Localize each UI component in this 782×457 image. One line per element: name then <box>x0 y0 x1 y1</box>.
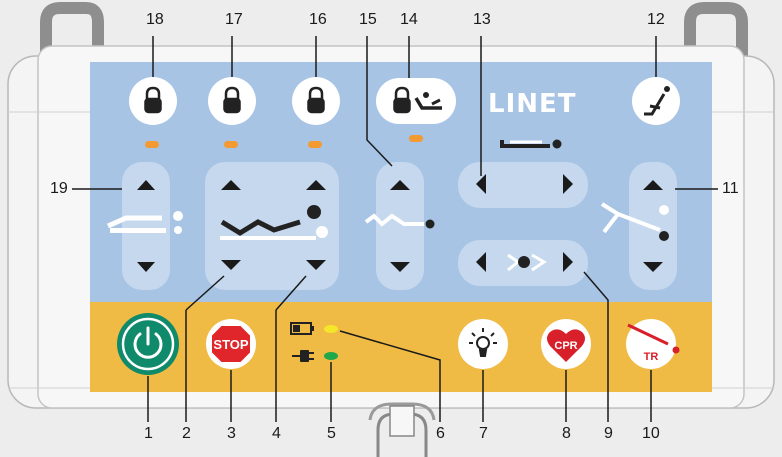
leader-lines <box>72 36 718 422</box>
trendelenburg-up-arrow[interactable] <box>643 180 663 190</box>
backrest-combined-up-arrow[interactable] <box>221 180 241 190</box>
tilt-bed-icon <box>627 323 680 354</box>
mains-led <box>324 352 338 360</box>
lock-icon <box>393 86 411 114</box>
battery-led <box>324 325 338 333</box>
cpr-button[interactable]: CPR <box>541 319 591 369</box>
callout-7: 7 <box>479 425 488 442</box>
callout-15: 15 <box>359 11 377 28</box>
callout-2: 2 <box>182 425 191 442</box>
orange-status-panel <box>90 302 712 392</box>
trendelenburg-down-arrow[interactable] <box>643 262 663 272</box>
callout-10: 10 <box>642 425 660 442</box>
mains-plug-icon <box>292 350 314 362</box>
right-handle <box>684 2 748 60</box>
power-icon <box>133 326 163 359</box>
chair-position-icon <box>644 86 670 116</box>
backrest-down-arrow[interactable] <box>137 262 155 272</box>
light-bulb-icon <box>469 328 497 357</box>
heart-icon <box>547 329 585 362</box>
lock-button-16[interactable] <box>292 77 340 125</box>
power-button[interactable] <box>117 313 179 375</box>
lock-all-button-14[interactable] <box>376 78 456 124</box>
lock-button-17[interactable] <box>208 77 256 125</box>
bed-extension-control-13 <box>458 139 588 208</box>
lock-icon <box>144 86 162 114</box>
cpr-label: CPR <box>554 340 577 352</box>
bed-extension-left-arrow[interactable] <box>476 174 486 194</box>
lock-button-18[interactable] <box>129 77 177 125</box>
linet-logo: LINET <box>488 89 577 119</box>
bed-flat-icon <box>500 139 562 149</box>
callout-13: 13 <box>473 11 491 28</box>
backrest-combined-down-arrow-2[interactable] <box>221 260 241 270</box>
thigh-icon <box>364 213 435 229</box>
callout-5: 5 <box>327 425 336 442</box>
lock-icon <box>307 86 325 114</box>
battery-icon <box>290 322 314 335</box>
lock-led-16 <box>308 141 322 148</box>
callout-17: 17 <box>225 11 243 28</box>
backrest-icon <box>106 211 183 234</box>
callout-19: 19 <box>50 180 68 197</box>
callout-1: 1 <box>144 425 153 442</box>
callout-6: 6 <box>436 425 445 442</box>
callout-3: 3 <box>227 425 236 442</box>
left-handle <box>40 2 104 60</box>
lock-icon <box>223 86 241 114</box>
chair-position-button-12[interactable] <box>632 77 680 125</box>
tr-label: TR <box>644 351 659 363</box>
callout-8: 8 <box>562 425 571 442</box>
lock-led-18 <box>145 141 159 148</box>
lateral-tilt-control-9 <box>458 240 588 286</box>
thigh-combined-down-arrow-4[interactable] <box>306 260 326 270</box>
trendelenburg-icon <box>600 202 669 241</box>
patient-seated-icon <box>414 92 442 110</box>
callout-12: 12 <box>647 11 665 28</box>
backrest-up-arrow[interactable] <box>137 180 155 190</box>
combined-backrest-thigh-control <box>205 162 339 290</box>
backrest-control-19 <box>106 162 183 290</box>
lateral-tilt-icon <box>507 253 547 272</box>
thigh-up-arrow[interactable] <box>390 180 410 190</box>
bed-extension-right-arrow[interactable] <box>563 174 573 194</box>
callout-9: 9 <box>604 425 613 442</box>
callout-4: 4 <box>272 425 281 442</box>
stop-label: STOP <box>213 337 248 352</box>
callout-11: 11 <box>722 180 739 197</box>
callout-16: 16 <box>309 11 327 28</box>
lateral-tilt-left-arrow[interactable] <box>476 252 486 272</box>
callout-18: 18 <box>146 11 164 28</box>
night-light-button[interactable] <box>458 319 508 369</box>
callout-14: 14 <box>400 11 418 28</box>
trendelenburg-quick-button[interactable]: TR <box>626 319 680 369</box>
thigh-down-arrow[interactable] <box>390 262 410 272</box>
combined-position-icon <box>220 205 328 240</box>
trendelenburg-control-11 <box>600 162 677 290</box>
lock-led-17 <box>224 141 238 148</box>
lateral-tilt-right-arrow[interactable] <box>563 252 573 272</box>
lock-led-14 <box>409 135 423 142</box>
thigh-control-15 <box>364 162 435 290</box>
thigh-combined-up-arrow[interactable] <box>306 180 326 190</box>
cable-connector <box>368 402 436 457</box>
stop-button[interactable]: STOP <box>206 319 256 369</box>
